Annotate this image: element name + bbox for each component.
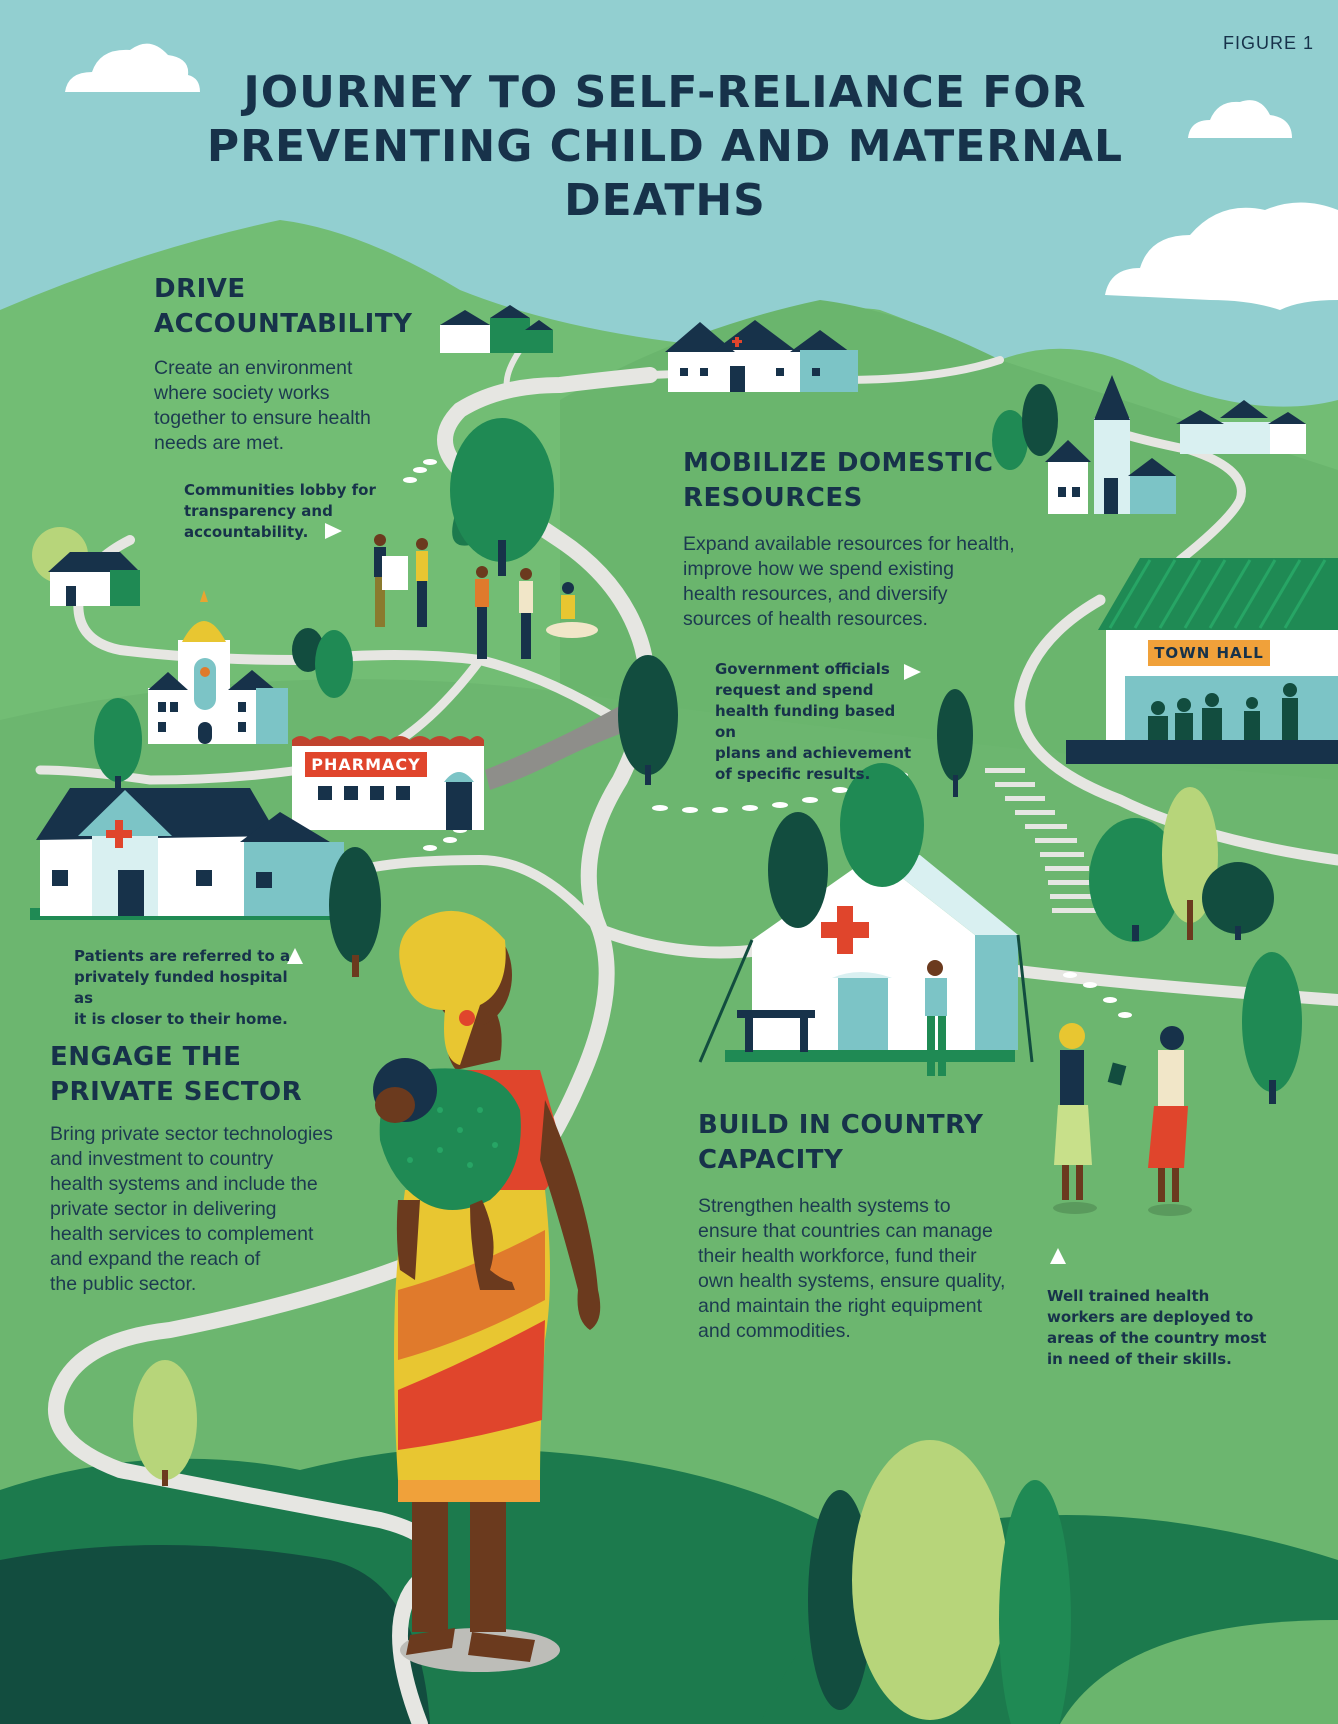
domestic-body-line: health resources, and diversify bbox=[683, 583, 948, 605]
farmhouse-icon bbox=[32, 527, 140, 606]
capacity-heading-line-1: BUILD IN COUNTRY bbox=[698, 1110, 984, 1140]
private-body: Bring private sector technologies and in… bbox=[50, 1122, 380, 1297]
private-note-line: Patients are referred to a bbox=[74, 947, 291, 965]
domestic-note-line: plans and achievement bbox=[715, 744, 912, 762]
domestic-body-line: Expand available resources for health, bbox=[683, 533, 1015, 555]
accountability-note-line: accountability. bbox=[184, 523, 309, 541]
private-note-line: it is closer to their home. bbox=[74, 1010, 288, 1028]
title-line-2: PREVENTING CHILD AND MATERNAL DEATHS bbox=[206, 121, 1124, 226]
domestic-heading: MOBILIZE DOMESTIC RESOURCES bbox=[683, 446, 993, 516]
capacity-body-line: own health systems, ensure quality, bbox=[698, 1270, 1006, 1292]
private-body-line: private sector in delivering bbox=[50, 1198, 277, 1220]
hospital-building-icon bbox=[30, 788, 350, 920]
private-heading: ENGAGE THE PRIVATE SECTOR bbox=[50, 1040, 302, 1110]
callout-arrow-icon bbox=[287, 523, 1066, 1264]
church-icon bbox=[1045, 375, 1306, 514]
pharmacy-sign: PHARMACY bbox=[311, 755, 421, 774]
accountability-note-line: transparency and bbox=[184, 502, 333, 520]
title-line-1: JOURNEY TO SELF-RELIANCE FOR bbox=[243, 67, 1087, 118]
capacity-heading-line-2: CAPACITY bbox=[698, 1145, 844, 1175]
pharmacy-building-icon bbox=[292, 736, 484, 830]
town-hall-building-icon bbox=[1066, 558, 1338, 764]
domestic-note-line: Government officials bbox=[715, 660, 890, 678]
domestic-body: Expand available resources for health, i… bbox=[683, 532, 1043, 632]
accountability-note-line: Communities lobby for bbox=[184, 481, 376, 499]
community-group-icon bbox=[374, 534, 598, 659]
capacity-note-line: Well trained health bbox=[1047, 1287, 1210, 1305]
private-note: Patients are referred to a privately fun… bbox=[74, 946, 294, 1030]
accountability-body-line: where society works bbox=[154, 382, 330, 404]
private-body-line: and investment to country bbox=[50, 1148, 274, 1170]
capacity-body-line: ensure that countries can manage bbox=[698, 1220, 993, 1242]
clinic-building-icon bbox=[665, 320, 858, 392]
accountability-body-line: together to ensure health bbox=[154, 407, 371, 429]
mother-with-baby-figure-icon bbox=[373, 910, 601, 1672]
domestic-note-line: request and spend bbox=[715, 681, 874, 699]
village-houses-icon bbox=[440, 305, 553, 353]
capacity-body-line: Strengthen health systems to bbox=[698, 1195, 951, 1217]
private-body-line: health services to complement bbox=[50, 1223, 314, 1245]
accountability-note: Communities lobby for transparency and a… bbox=[184, 480, 384, 543]
accountability-body-line: needs are met. bbox=[154, 432, 285, 454]
government-building-icon bbox=[148, 590, 288, 744]
domestic-body-line: sources of health resources. bbox=[683, 608, 928, 630]
capacity-body-line: and commodities. bbox=[698, 1320, 851, 1342]
private-heading-line-1: ENGAGE THE bbox=[50, 1042, 242, 1072]
figure-label: FIGURE 1 bbox=[1223, 33, 1315, 53]
private-note-line: privately funded hospital as bbox=[74, 968, 288, 1007]
private-body-line: the public sector. bbox=[50, 1273, 197, 1295]
doctor-figure-icon bbox=[905, 960, 947, 1076]
private-body-line: Bring private sector technologies bbox=[50, 1123, 333, 1145]
capacity-note-line: workers are deployed to bbox=[1047, 1308, 1254, 1326]
private-body-line: health systems and include the bbox=[50, 1173, 318, 1195]
capacity-note: Well trained health workers are deployed… bbox=[1047, 1286, 1267, 1370]
health-workers-icon bbox=[1053, 1023, 1192, 1216]
tree-icon bbox=[94, 384, 1302, 1724]
private-heading-line-2: PRIVATE SECTOR bbox=[50, 1077, 303, 1107]
town-hall-sign: TOWN HALL bbox=[1154, 644, 1264, 662]
accountability-body: Create an environment where society work… bbox=[154, 356, 394, 456]
accountability-body-line: Create an environment bbox=[154, 357, 353, 379]
page-title: JOURNEY TO SELF-RELIANCE FOR PREVENTING … bbox=[140, 66, 1190, 228]
capacity-note-line: in need of their skills. bbox=[1047, 1350, 1232, 1368]
accountability-heading-line-1: DRIVE bbox=[154, 274, 246, 304]
domestic-body-line: improve how we spend existing bbox=[683, 558, 954, 580]
accountability-heading: DRIVE ACCOUNTABILITY bbox=[154, 272, 412, 342]
domestic-heading-line-2: RESOURCES bbox=[683, 483, 863, 513]
capacity-heading: BUILD IN COUNTRY CAPACITY bbox=[698, 1108, 984, 1178]
cloud-icon bbox=[65, 43, 1338, 310]
domestic-heading-line-1: MOBILIZE DOMESTIC bbox=[683, 448, 994, 478]
domestic-note: Government officials request and spend h… bbox=[715, 659, 915, 785]
domestic-note-line: health funding based on bbox=[715, 702, 896, 741]
domestic-note-line: of specific results. bbox=[715, 765, 871, 783]
capacity-body: Strengthen health systems to ensure that… bbox=[698, 1194, 1028, 1344]
capacity-note-line: areas of the country most bbox=[1047, 1329, 1267, 1347]
capacity-body-line: their health workforce, fund their bbox=[698, 1245, 977, 1267]
accountability-heading-line-2: ACCOUNTABILITY bbox=[154, 309, 413, 339]
private-body-line: and expand the reach of bbox=[50, 1248, 261, 1270]
capacity-body-line: and maintain the right equipment bbox=[698, 1295, 983, 1317]
